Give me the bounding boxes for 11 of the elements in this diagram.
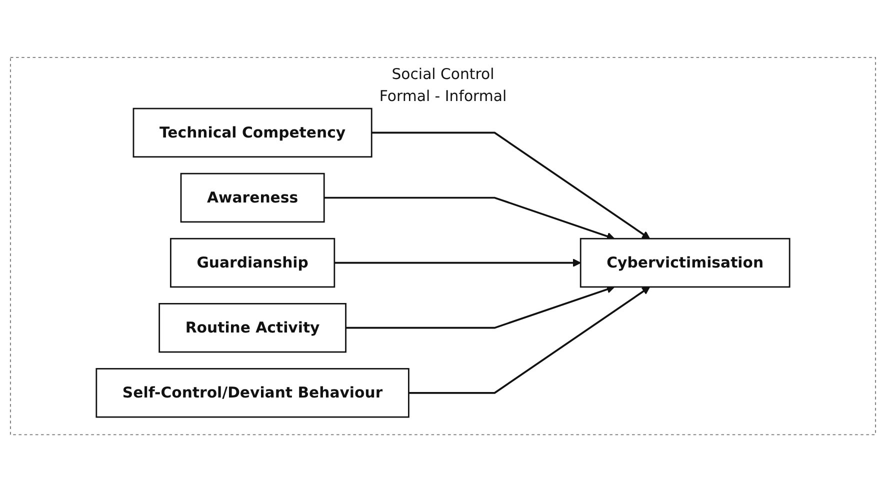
node-box [96, 368, 410, 418]
node-box [580, 238, 790, 288]
node-box [180, 172, 325, 223]
node-box [158, 302, 346, 353]
arrow [372, 132, 650, 239]
arrow [346, 285, 615, 329]
node-box [132, 108, 372, 158]
node-box [170, 238, 336, 288]
arrow [408, 286, 650, 394]
arrow [334, 258, 581, 267]
arrow [324, 196, 615, 240]
